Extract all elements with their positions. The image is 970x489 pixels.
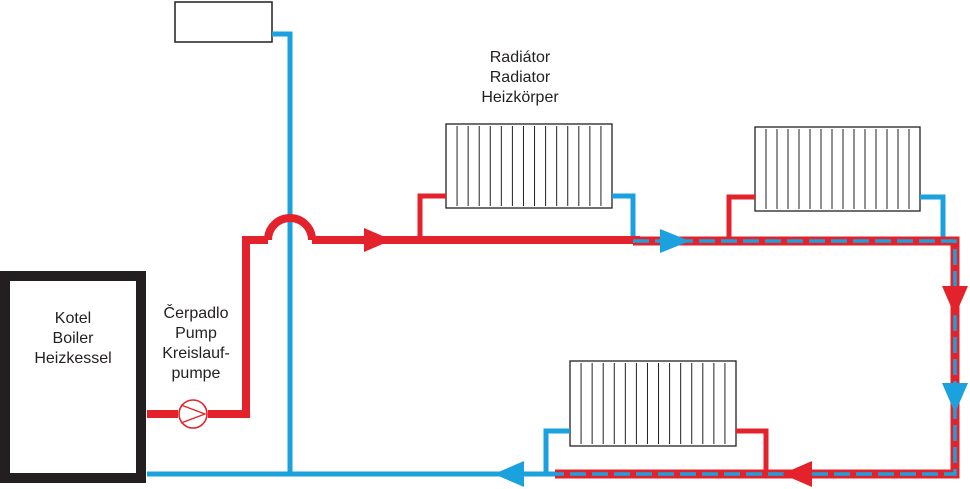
return-pipes xyxy=(147,31,946,477)
pump-label-cz: Čerpadlo xyxy=(164,303,229,322)
boiler-label-en: Boiler xyxy=(53,330,95,347)
radiator-2 xyxy=(754,126,921,212)
radiator-label: Radiátor Radiator Heizkörper xyxy=(481,49,559,106)
pump-label-en: Pump xyxy=(175,325,217,342)
shared-pipe-run xyxy=(555,236,960,479)
flow-arrow-red-bottom xyxy=(782,461,812,487)
pump-label-de-1: Kreislauf- xyxy=(162,345,230,362)
radiator-label-en: Radiator xyxy=(490,69,551,86)
radiator-3 xyxy=(569,360,737,447)
radiator-1 xyxy=(445,123,613,209)
boiler: Kotel Boiler Heizkessel xyxy=(0,271,146,483)
radiator-label-cz: Radiátor xyxy=(490,49,551,66)
flow-arrow-blue-bottom xyxy=(494,461,524,487)
boiler-label-cz: Kotel xyxy=(55,310,91,327)
boiler-label-de: Heizkessel xyxy=(34,350,111,367)
radiator-label-de: Heizkörper xyxy=(481,89,559,106)
pump-label-de-2: pumpe xyxy=(172,365,221,382)
flow-arrow-red-top xyxy=(364,228,392,252)
flow-arrow-red-right xyxy=(942,286,968,316)
pump-label: Čerpadlo Pump Kreislauf- pumpe xyxy=(162,303,230,382)
flow-arrow-blue-top xyxy=(660,229,690,253)
supply-pipes xyxy=(147,193,769,474)
pump xyxy=(178,399,208,429)
flow-arrow-blue-right xyxy=(942,383,968,413)
expansion-tank xyxy=(174,1,273,43)
